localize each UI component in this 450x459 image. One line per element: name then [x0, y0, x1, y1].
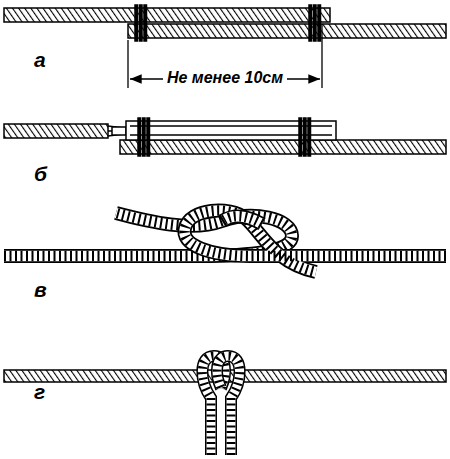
figure-letter: б — [34, 162, 47, 185]
figure-letter: в — [34, 278, 47, 301]
dimension-line — [128, 24, 322, 88]
dimension-label: Не менее 10см — [163, 69, 287, 87]
splice-a — [4, 5, 446, 41]
figure-letter: а — [34, 48, 46, 71]
larks-head-hitch — [4, 356, 446, 455]
figure-letter: г — [34, 380, 45, 403]
splice-b — [4, 118, 446, 156]
reef-knot — [4, 211, 446, 272]
